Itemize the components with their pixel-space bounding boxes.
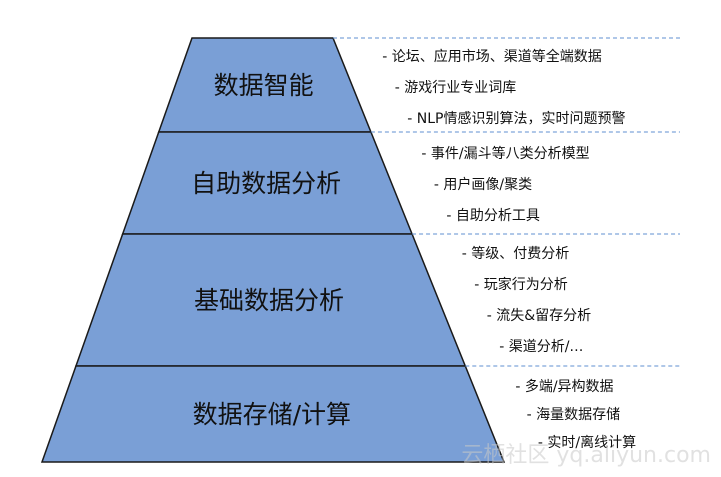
tier-3-bullet-3: - 流失&留存分析 [487, 308, 591, 324]
tier-1-bullet-1: - 论坛、应用市场、渠道等全端数据 [382, 48, 602, 65]
bullet-lists: - 论坛、应用市场、渠道等全端数据 - 游戏行业专业词库 - NLP情感识别算法，实… [382, 48, 636, 451]
tier-2-bullet-3: - 自助分析工具 [446, 208, 540, 224]
tier-label-1: 数据智能 [214, 71, 314, 100]
tier-1-bullet-2: - 游戏行业专业词库 [395, 80, 517, 96]
watermark: 云栖社区 yq.aliyun.com [461, 443, 711, 468]
tier-2-bullet-2: - 用户画像/聚类 [434, 176, 532, 193]
tier-1-bullet-3: - NLP情感识别算法，实时问题预警 [407, 110, 625, 127]
tier-4-bullet-3: - 实时/离线计算 [538, 434, 636, 451]
tier-3-bullet-1: - 等级、付费分析 [462, 245, 570, 262]
tier-3-bullet-2: - 玩家行为分析 [474, 276, 568, 293]
tier-2-bullet-1: - 事件/漏斗等八类分析模型 [421, 145, 589, 162]
tier-4-bullet-2: - 海量数据存储 [527, 407, 621, 423]
tier-label-2: 自助数据分析 [191, 169, 341, 198]
tier-label-3: 基础数据分析 [194, 286, 344, 315]
pyramid-tiers [40, 37, 506, 463]
tier-dividers [333, 37, 680, 367]
tier-3-bullet-4: - 渠道分析/… [499, 339, 583, 355]
tier-label-4: 数据存储/计算 [193, 400, 351, 429]
tier-4-bullet-1: - 多端/异构数据 [515, 378, 613, 395]
pyramid-tier-4 [40, 365, 506, 463]
